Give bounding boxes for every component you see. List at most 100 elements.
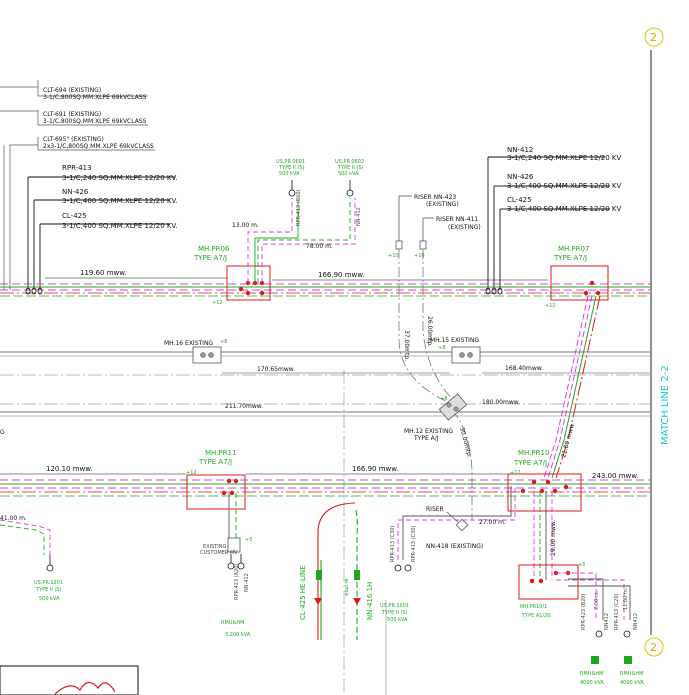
cable-spec-nn412: 3-1/C,240 SQ.MM.XLPE 12/20 KV	[507, 154, 622, 162]
distance-119-60: 119.60 mww.	[80, 269, 127, 277]
riser-nn411-label: RISER NN-411	[436, 216, 478, 223]
distance-41m: 41.00 m.	[0, 515, 27, 522]
manhole-pr11-elev: +12	[186, 470, 197, 476]
riser-nn423-label: RISER NN-423	[414, 194, 456, 201]
rmu-4000-b-name: RMU&HM	[620, 671, 643, 677]
cable-label-clt694: CLT-694 (EXISTING)	[43, 87, 101, 94]
lateral-label-0601: RPR-413 (C60)	[296, 189, 302, 226]
rmu-feeder-6: NN412	[633, 613, 639, 630]
manhole-15-label: MH.15 EXISTING	[430, 337, 479, 344]
rmu-3200-feeder-1: RPR-423 (A20)	[234, 564, 240, 600]
feeder-nn416-label: NN-416 1H	[366, 582, 374, 620]
cable-spec-rpr413: 3-1/C,240 SQ.MM.XLPE 12/20 KV.	[62, 174, 178, 182]
customer-mv-box[interactable]	[227, 537, 241, 553]
distance-180-00: 180.00mww.	[482, 399, 520, 406]
substation-1001-kva: 500 kVA	[387, 617, 408, 623]
feeder-nn416-sub: คุณภาพ	[344, 579, 350, 596]
substation-1201-symbol[interactable]	[46, 555, 54, 572]
riser-nn411[interactable]	[419, 217, 434, 250]
manhole-pr10-1[interactable]	[518, 564, 579, 600]
manhole-pr10-1-name: MH.PR10/1	[520, 604, 547, 610]
riser-elev-1: +10	[388, 253, 399, 259]
distance-21-80: 21.80 mww.	[560, 422, 576, 459]
distance-170-65: 170.65mww.	[257, 366, 295, 373]
sub-1001-feeder-1: RPR-413 (C30)	[390, 525, 396, 562]
rmu-4000-a-kva: 4000 kVA	[580, 680, 604, 686]
left-joints	[25, 287, 503, 295]
manhole-pr06-elev: +12	[212, 300, 223, 306]
manhole-15-existing[interactable]	[451, 346, 481, 364]
rmu-3200-name: RMU&HM	[221, 620, 244, 626]
rmu-4000-b-symbol[interactable]	[623, 630, 632, 664]
title-block-fragment	[0, 665, 139, 695]
distance-13m: 13.00 m.	[232, 222, 259, 229]
manhole-12-existing[interactable]	[438, 393, 468, 421]
substation-0602-symbol[interactable]	[346, 180, 354, 197]
substation-0601-symbol[interactable]	[288, 180, 296, 197]
riser-elev-2: +10	[414, 253, 425, 259]
pr10-lateral-1001	[397, 486, 516, 560]
edge-label-g: G	[0, 429, 5, 436]
sheet-marker-bottom-label: 2	[650, 641, 657, 654]
rmu-feeder-3: NN412	[604, 613, 610, 630]
manhole-pr10-1-elev: +5	[578, 562, 585, 568]
sheet-marker-top[interactable]: 2	[644, 27, 664, 47]
existing-customer-label: EXISTING	[203, 544, 227, 550]
substation-1001-symbol[interactable]	[394, 564, 412, 572]
distance-78m: 78.00 m.	[306, 243, 333, 250]
customer-elev: +5	[245, 537, 252, 543]
cable-spec-nn426: 3-1/C,400 SQ.MM.XLPE 12/20 KV.	[62, 197, 178, 205]
riser-nn423[interactable]	[395, 195, 412, 250]
cable-label-nn412: NN-412	[507, 146, 533, 154]
cable-spec-cl425: 3-1/C,400 SQ.MM.XLPE 12/20 KV.	[62, 222, 178, 230]
manhole-pr06[interactable]	[226, 265, 271, 301]
rmu-feeder-4: RPR-413 (C20)	[614, 593, 620, 630]
manhole-pr10[interactable]	[507, 473, 582, 512]
manhole-pr07-elev: +12	[545, 303, 556, 309]
manhole-pr11[interactable]	[186, 474, 246, 510]
substation-0602-name: US.PR.0602	[335, 159, 364, 165]
cable-spec-clt695: 2x3-1/C,800SQ.MM.XLPE 69kVCLASS	[43, 143, 154, 150]
manhole-16-elev: +8	[220, 339, 227, 345]
distance-243: 243.00 mww.	[592, 472, 639, 480]
manhole-12-type: TYPE A/J	[413, 435, 439, 442]
pr101-laterals	[556, 572, 631, 620]
substation-1201-name: US.PR.1201	[34, 580, 63, 586]
distance-30mtp: 30.00mtp.	[458, 427, 473, 459]
riser-nn418-label: RISER	[426, 506, 444, 513]
substation-0601-kva: 500 kVA	[279, 171, 300, 177]
substation-1201-type: TYPE II (S)	[35, 587, 62, 593]
distance-168-40: 168.40mww.	[505, 365, 543, 372]
manhole-pr11-type: TYPE A7/J	[198, 458, 232, 466]
manhole-pr06-name: MH.PR06	[198, 245, 230, 253]
distance-166-90-upper: 166.90 mww.	[318, 271, 365, 279]
sheet-marker-bottom[interactable]: 2	[644, 637, 664, 657]
rmu-4000-a-symbol[interactable]	[591, 630, 603, 664]
rmu-feeder-2: 7.00 m.	[594, 590, 600, 610]
manhole-15-elev: +8	[438, 345, 445, 351]
substation-0601-type: TYPE II (S)	[278, 165, 305, 171]
feeder-joints	[314, 570, 361, 605]
manhole-pr07-type: TYPE A7/J	[553, 254, 587, 262]
manhole-pr07[interactable]	[550, 265, 609, 301]
pr06-laterals	[247, 198, 356, 283]
manhole-pr10-elev: +12	[510, 470, 521, 476]
rmu-4000-a-name: RMU&HM	[580, 671, 603, 677]
cable-label-cl425-right: CL-425	[507, 196, 532, 204]
cable-label-clt695: CLT-695" (EXISTING)	[43, 136, 104, 143]
rmu-3200-symbol[interactable]	[227, 554, 245, 570]
manhole-16-existing[interactable]	[192, 346, 222, 364]
substation-0602-kva: 500 kVA	[338, 171, 359, 177]
rmu-4000-b-kva: 4000 kVA	[620, 680, 644, 686]
riser-nn418-status: NN-418 (EXISTING)	[426, 543, 483, 550]
manhole-pr10-1-type: TYPE A1/20	[521, 613, 551, 619]
rmu-3200-kva: 3,200 kVA	[225, 632, 251, 638]
distance-37mtp: 37.00mtp.	[403, 330, 410, 361]
cable-spec-clt694: 3-1/C,800SQ.MM.XLPE 69kVCLASS	[43, 94, 147, 101]
riser-nn418[interactable]	[446, 511, 469, 532]
feeder-cl425-label: CL-425 HE-LINE	[299, 565, 307, 620]
riser-to-mh12-route	[398, 249, 473, 520]
upper-duct-bank	[0, 283, 650, 297]
distance-29m: 29.00 mww.	[550, 520, 557, 556]
